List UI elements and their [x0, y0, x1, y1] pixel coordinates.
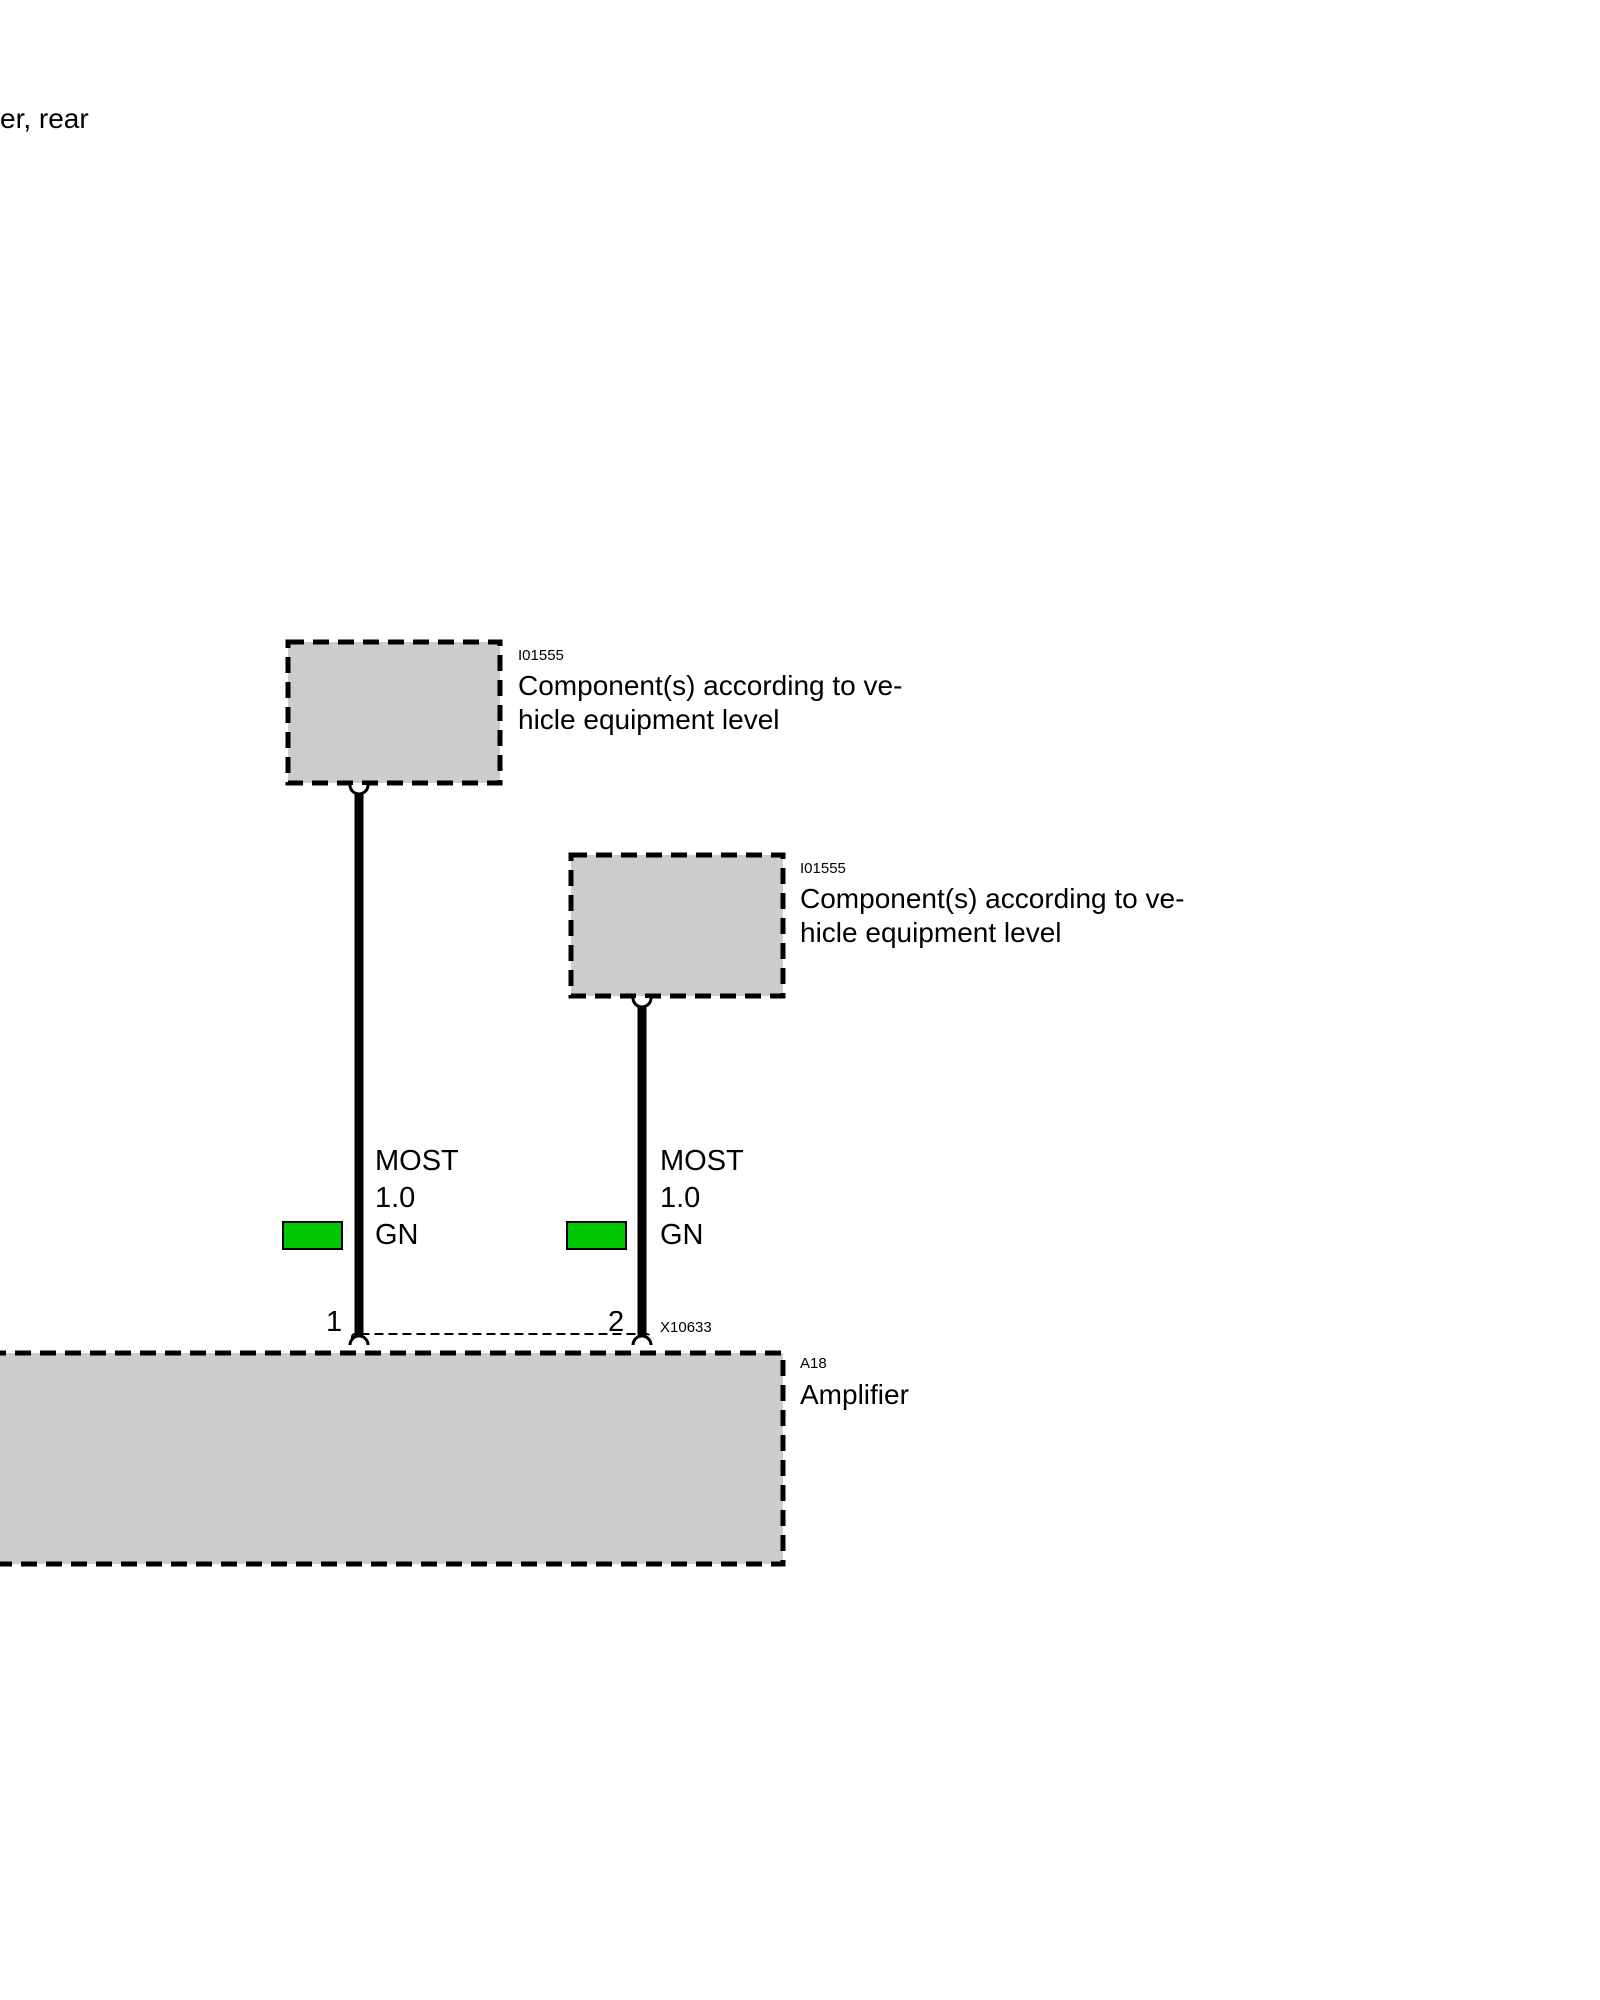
wire-2-bottom-connector: [631, 1334, 653, 1346]
component-1-desc-line2: hicle equipment level: [518, 704, 780, 735]
component-1-desc-line1: Component(s) according to ve-: [518, 670, 902, 701]
wire-1-color-code: GN: [375, 1219, 419, 1251]
component-2-desc-line2: hicle equipment level: [800, 917, 1062, 948]
amplifier-shape: [0, 1350, 786, 1567]
component-box-2[interactable]: [568, 852, 786, 999]
component-2-id: I01555: [800, 860, 846, 877]
wire-2-color-swatch: [566, 1221, 627, 1250]
wire-2-color-code: GN: [660, 1219, 704, 1251]
component-2-desc-line1: Component(s) according to ve-: [800, 883, 1184, 914]
connector-x10633-outline: [351, 1333, 651, 1341]
amplifier-box[interactable]: [0, 1350, 786, 1567]
page-title-fragment: er, rear: [0, 103, 89, 134]
wire-2-top-connector: [631, 997, 653, 1009]
component-box-1[interactable]: [285, 639, 503, 786]
wire-2-type: MOST: [660, 1145, 744, 1177]
wire-2-size: 1.0: [660, 1182, 700, 1214]
component-2-shape: [568, 852, 786, 999]
amplifier-name: Amplifier: [800, 1379, 909, 1410]
wire-2-pin: 2: [608, 1306, 624, 1338]
connector-id: X10633: [660, 1319, 712, 1336]
amplifier-id: A18: [800, 1355, 827, 1372]
component-1-shape: [285, 639, 503, 786]
wire-1-size: 1.0: [375, 1182, 415, 1214]
wire-1-pin: 1: [326, 1306, 342, 1338]
wire-1-type: MOST: [375, 1145, 459, 1177]
wire-1-bottom-connector: [348, 1334, 370, 1346]
component-1-id: I01555: [518, 647, 564, 664]
wire-1-color-swatch: [282, 1221, 343, 1250]
wire-1-top-connector: [348, 784, 370, 796]
